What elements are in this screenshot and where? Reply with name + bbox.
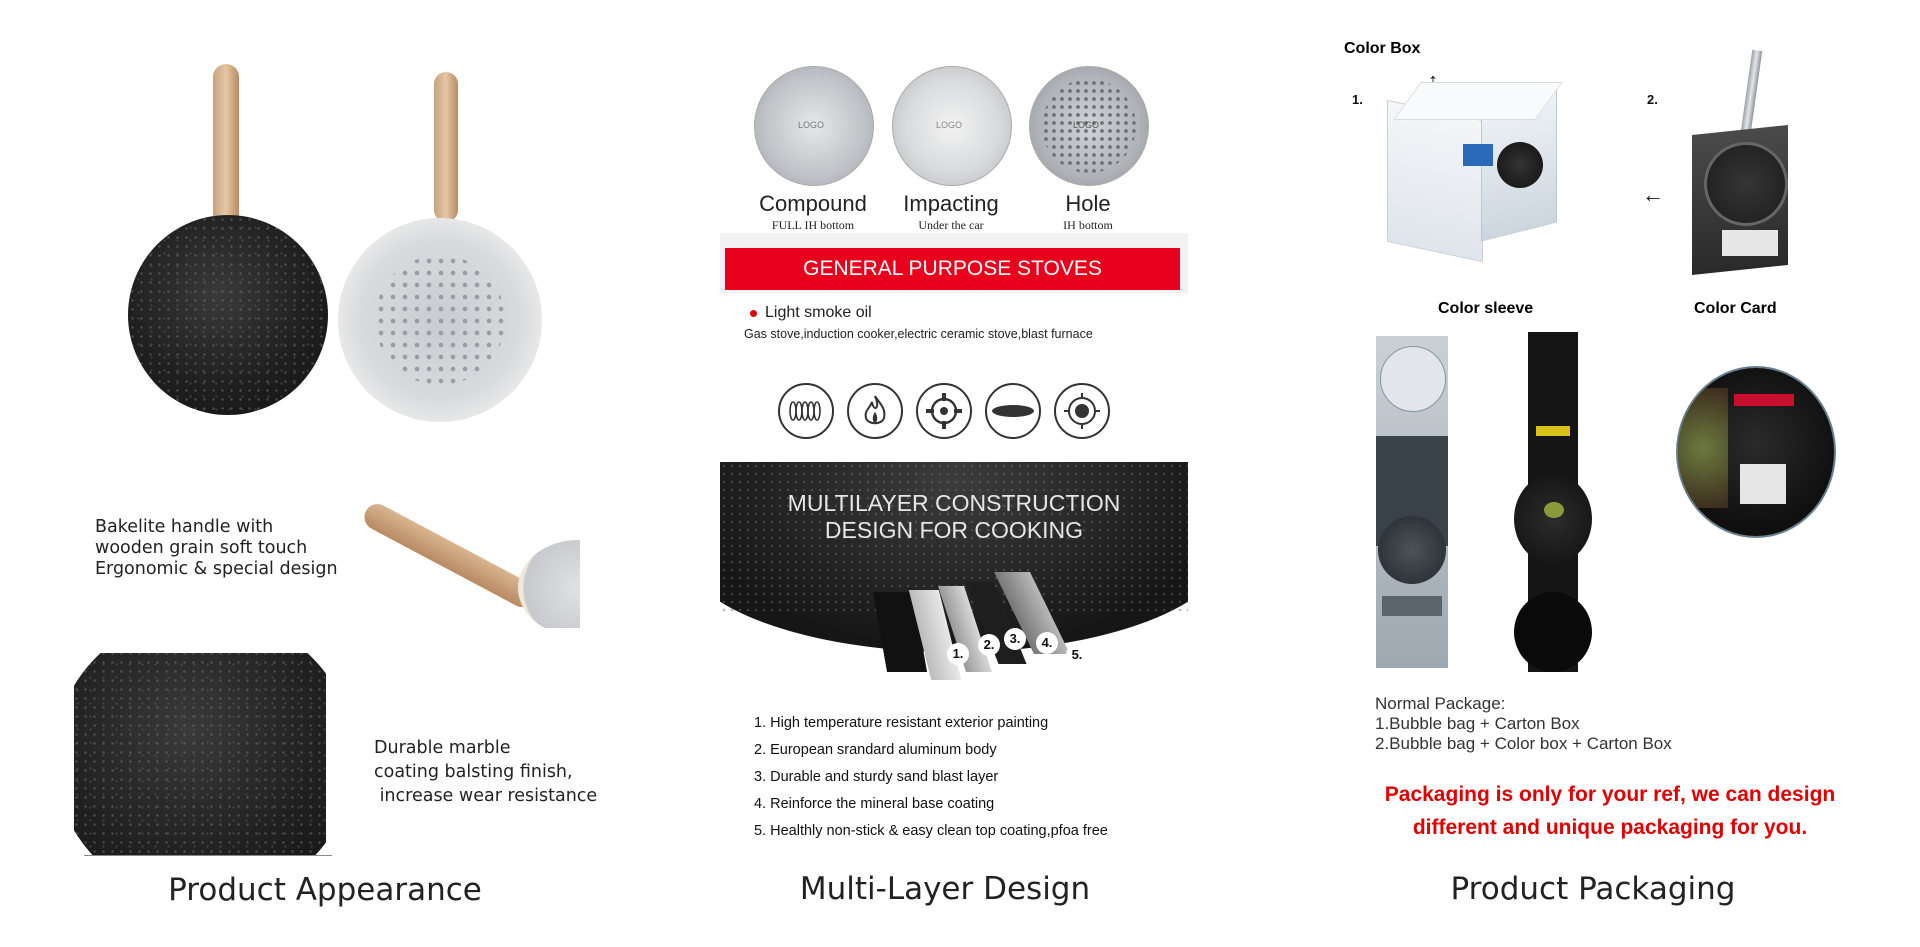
compound-bottom-disc bbox=[754, 66, 874, 186]
gas-burner-icon bbox=[916, 383, 972, 439]
bottom-title-hole: Hole bbox=[1065, 191, 1111, 216]
caption-multi-layer-design: Multi-Layer Design bbox=[799, 871, 1091, 907]
normal-package-item: 2.Bubble bag + Color box + Carton Box bbox=[1375, 734, 1672, 753]
feature-5: 5. Healthly non-stick & easy clean top c… bbox=[754, 823, 1108, 839]
feature-3: 3. Durable and sturdy sand blast layer bbox=[754, 769, 999, 785]
stoves-line: Gas stove,induction cooker,electric cera… bbox=[744, 327, 1093, 341]
logo-placeholder: LOGO bbox=[936, 120, 963, 130]
normal-package-item: 1.Bubble bag + Carton Box bbox=[1375, 714, 1580, 733]
feature-2: 2. European srandard aluminum body bbox=[754, 742, 997, 758]
bottom-sub-impacting: Under the car bbox=[918, 218, 984, 232]
feature-4: 4. Reinforce the mineral base coating bbox=[754, 796, 995, 812]
left-arrow-icon: ← bbox=[1642, 182, 1664, 207]
layer-number-1: 1. bbox=[947, 643, 969, 665]
stoves-banner-red: GENERAL PURPOSE STOVES bbox=[725, 248, 1180, 290]
layer-number-3: 3. bbox=[1004, 628, 1026, 650]
marble-coating-closeup bbox=[74, 653, 326, 855]
color-card-label: Color Card bbox=[1694, 300, 1777, 317]
normal-package-title: Normal Package: bbox=[1375, 694, 1506, 713]
logo-placeholder: LOGO bbox=[798, 120, 825, 130]
color-sleeve-light bbox=[1376, 336, 1448, 668]
bottom-sub-hole: IH bottom bbox=[1063, 218, 1113, 232]
layer-number-5: 5. bbox=[1066, 644, 1088, 666]
logo-placeholder: LOGO bbox=[1073, 120, 1100, 130]
caption-product-appearance: Product Appearance bbox=[168, 872, 482, 908]
oil-bullet-dot bbox=[750, 310, 757, 317]
multilayer-panel: LOGO LOGO LOGO Compound FULL IH bottom I… bbox=[640, 0, 1280, 947]
oil-bullet: Light smoke oil bbox=[765, 304, 872, 321]
handle-text-line: Ergonomic & special design bbox=[95, 559, 338, 579]
normal-package-info: Normal Package: 1.Bubble bag + Carton Bo… bbox=[1375, 694, 1672, 754]
divider-line bbox=[84, 855, 332, 856]
multilayer-construction-image bbox=[720, 462, 1188, 694]
packaging-notice: Packaging is only for your ref, we can d… bbox=[1350, 778, 1870, 844]
up-arrow-icon: ↑ bbox=[1428, 70, 1438, 92]
package-number-2: 2. bbox=[1647, 92, 1658, 107]
wooden-handle-black-pan bbox=[213, 64, 239, 234]
coating-text-line: Durable marble bbox=[374, 738, 511, 758]
package-number-1: 1. bbox=[1352, 92, 1363, 107]
black-marble-pan bbox=[128, 215, 328, 415]
handle-text-line: Bakelite handle with bbox=[95, 517, 274, 537]
electric-hob-icon bbox=[1054, 383, 1110, 439]
hole-bottom-disc bbox=[1029, 66, 1149, 186]
bottom-sub-compound: FULL IH bottom bbox=[771, 218, 855, 232]
induction-coil-icon bbox=[778, 383, 834, 439]
ceramic-plate-icon bbox=[985, 383, 1041, 439]
packaging-notice-line: different and unique packaging for you. bbox=[1412, 816, 1808, 839]
color-box-image bbox=[1377, 82, 1563, 263]
bottom-title-compound: Compound bbox=[759, 191, 867, 216]
appearance-panel: Bakelite handle with wooden grain soft t… bbox=[0, 0, 640, 947]
wooden-handle-white-pan bbox=[434, 72, 458, 222]
handle-text-line: wooden grain soft touch bbox=[95, 538, 308, 558]
layer-number-4: 4. bbox=[1036, 632, 1058, 654]
color-sleeve-dark bbox=[1514, 332, 1592, 672]
packaging-notice-line: Packaging is only for your ref, we can d… bbox=[1384, 783, 1836, 806]
layer-number-2: 2. bbox=[978, 634, 1000, 656]
feature-1: 1. High temperature resistant exterior p… bbox=[754, 715, 1049, 731]
gas-flame-icon bbox=[847, 383, 903, 439]
caption-product-packaging: Product Packaging bbox=[1450, 871, 1736, 907]
bottom-title-impacting: Impacting bbox=[903, 191, 999, 216]
white-induction-pan bbox=[338, 218, 542, 422]
construction-title-line: MULTILAYER CONSTRUCTION bbox=[787, 490, 1121, 516]
handle-description: Bakelite handle with wooden grain soft t… bbox=[95, 517, 338, 580]
color-card-image bbox=[1676, 366, 1836, 538]
color-sleeve-label: Color sleeve bbox=[1438, 300, 1534, 317]
coating-description: Durable marble coating balsting finish, … bbox=[374, 736, 597, 808]
handle-closeup bbox=[358, 478, 580, 628]
coating-text-line: coating balsting finish, bbox=[374, 762, 573, 782]
construction-title: MULTILAYER CONSTRUCTION DESIGN FOR COOKI… bbox=[720, 490, 1188, 544]
coating-text-line: increase wear resistance bbox=[374, 786, 598, 806]
construction-title-line: DESIGN FOR COOKING bbox=[824, 517, 1084, 543]
impacting-bottom-disc bbox=[892, 66, 1012, 186]
boxed-pan-image bbox=[1692, 49, 1792, 276]
packaging-panel: Color Box ↑ 1. 2. ← Color sleeve Color C… bbox=[1280, 0, 1920, 947]
color-box-label: Color Box bbox=[1344, 40, 1421, 57]
